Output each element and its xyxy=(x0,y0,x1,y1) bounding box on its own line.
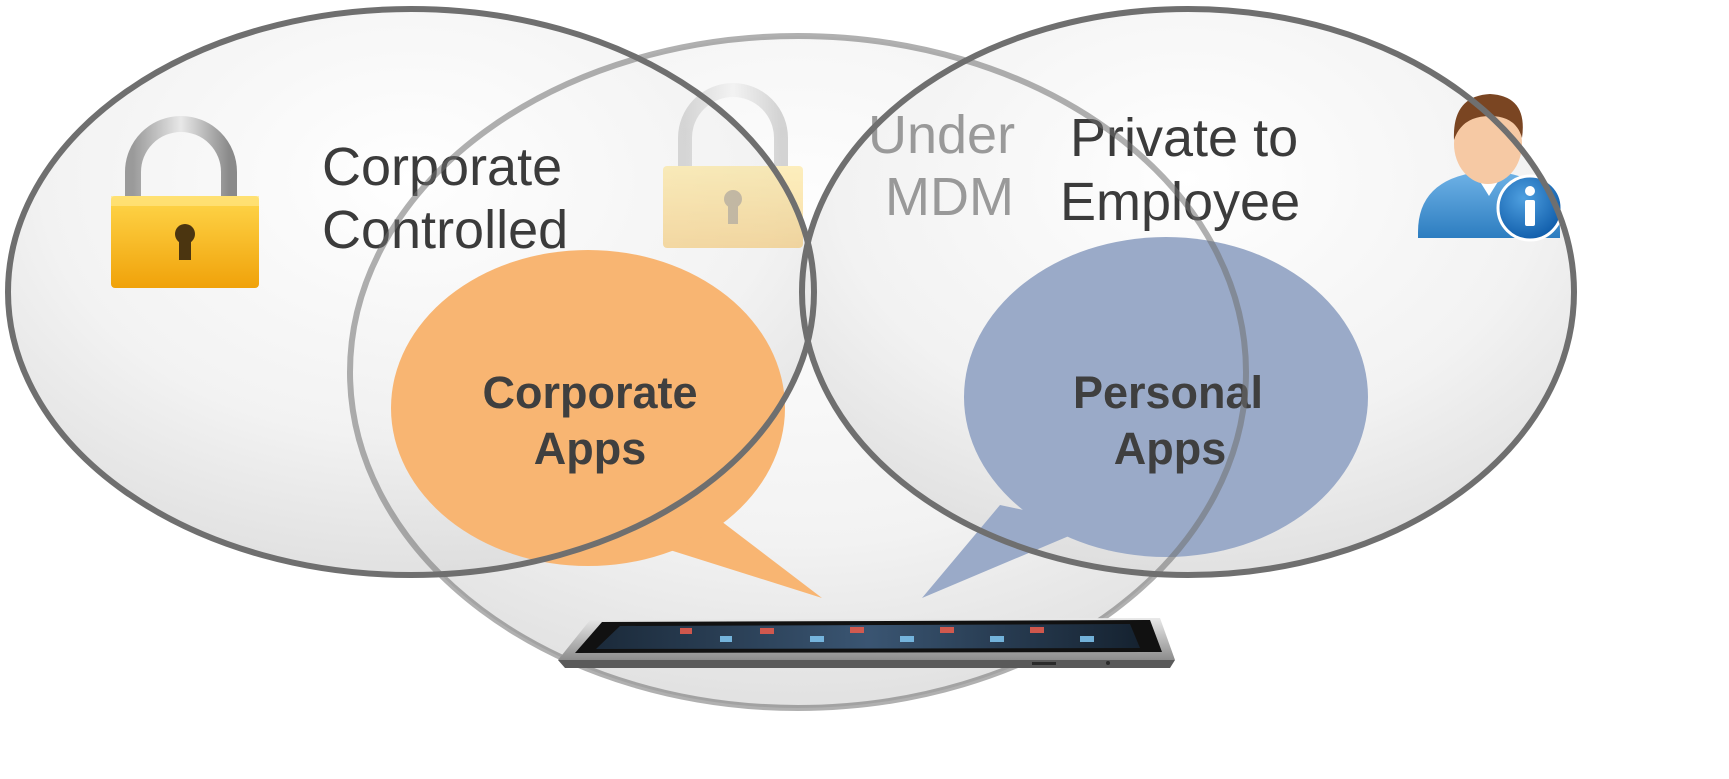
personal-apps-label-line2: Apps xyxy=(1114,423,1227,474)
left-circle-label-line2: Controlled xyxy=(322,200,568,260)
left-padlock-icon xyxy=(111,116,259,288)
right-circle-outline xyxy=(799,6,1577,578)
corporate-apps-label-line2: Apps xyxy=(534,423,647,474)
user-info-icon xyxy=(1418,94,1564,242)
personal-apps-bubble xyxy=(922,237,1368,598)
circle-outlines xyxy=(5,6,1577,711)
personal-apps-label-line1: Personal xyxy=(1073,367,1263,418)
right-circle-label-line1: Private to xyxy=(1070,108,1298,168)
middle-circle-label-line2: MDM xyxy=(885,167,1014,227)
tablet-icon xyxy=(558,618,1175,668)
middle-circle-label-line1: Under xyxy=(868,105,1015,165)
corporate-apps-label-line1: Corporate xyxy=(482,367,697,418)
middle-circle-outline xyxy=(347,33,1249,711)
middle-padlock-icon xyxy=(663,83,803,248)
left-circle-outline xyxy=(5,6,817,578)
right-circle-label-line2: Employee xyxy=(1060,172,1300,232)
